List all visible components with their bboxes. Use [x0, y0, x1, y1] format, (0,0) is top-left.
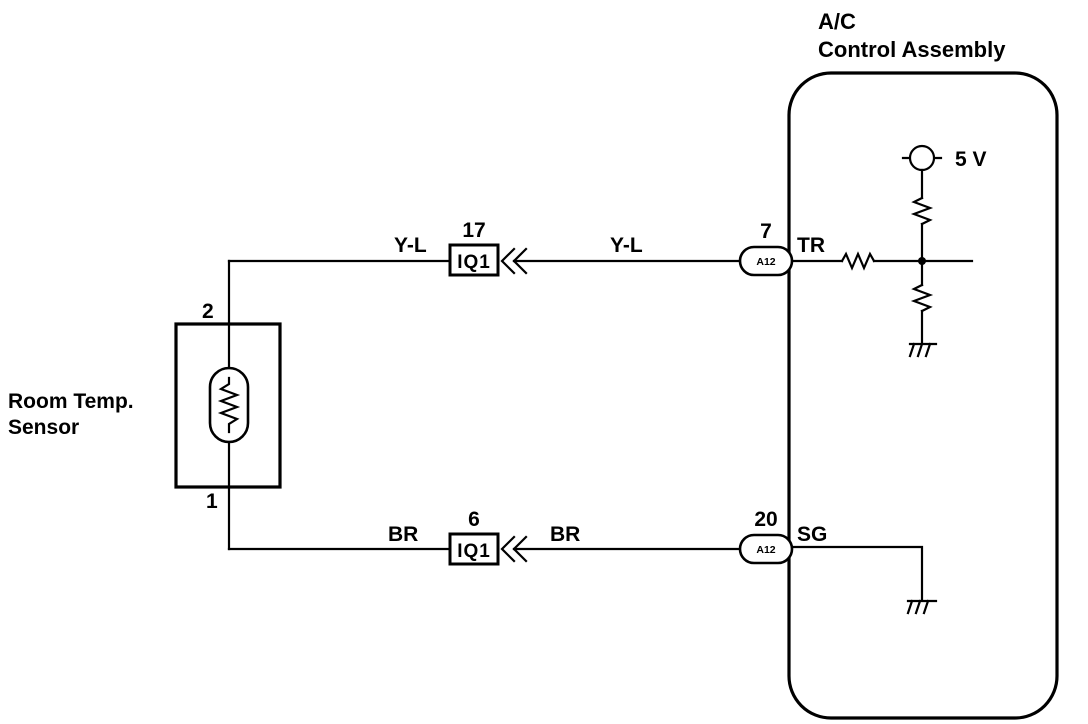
top-ecu-connector: [738, 245, 794, 277]
sensor-label-line1: Room Temp.: [8, 390, 134, 413]
bottom-junction-pin: 6: [468, 508, 480, 531]
top-wire-left-label: Y-L: [394, 234, 427, 257]
sg-ground-icon: [906, 599, 938, 615]
ecu-title-line2: Control Assembly: [818, 37, 1006, 62]
sg-terminal-label: SG: [797, 523, 827, 546]
top-circuit: Y-L IQ1 17 Y-L A12 7: [227, 219, 794, 277]
ecu-outline: [787, 71, 1059, 720]
bottom-wire-right-label: BR: [550, 523, 580, 546]
sensor-pin-top: 2: [202, 300, 214, 323]
series-resistor-icon: [840, 251, 876, 271]
top-wire-right-label: Y-L: [610, 234, 643, 257]
sensor-pin-bottom: 1: [206, 490, 218, 513]
bottom-circuit: BR IQ1 6 BR A12 20: [227, 508, 794, 566]
ecu-title-line1: A/C: [818, 9, 856, 34]
pulldown-resistor-icon: [910, 283, 934, 313]
supply-voltage-label: 5 V: [955, 148, 987, 171]
bottom-wire-left-label: BR: [388, 523, 418, 546]
supply-5v-icon: [901, 144, 943, 172]
bottom-junction-label: IQ1: [457, 541, 491, 562]
pullup-resistor-icon: [910, 196, 934, 226]
bottom-ecu-connector-label: A12: [756, 544, 775, 556]
top-junction-label: IQ1: [457, 252, 491, 273]
top-junction-pin: 17: [462, 219, 485, 242]
top-junction-connector: [448, 243, 500, 277]
ac-control-assembly: A/C Control Assembly 5 V TR: [787, 9, 1059, 720]
sensor-label-line2: Sensor: [8, 416, 79, 439]
junction-dot: [918, 257, 926, 265]
tr-terminal-label: TR: [797, 234, 825, 257]
bottom-junction-connector: [448, 532, 500, 566]
top-ecu-connector-pin: 7: [760, 220, 772, 243]
room-temp-sensor: 2 1 Room Temp. Sensor: [8, 259, 282, 551]
ground-icon: [908, 342, 938, 358]
bottom-ecu-connector-pin: 20: [754, 508, 777, 531]
bottom-ecu-connector: [738, 533, 794, 565]
top-ecu-connector-label: A12: [756, 256, 775, 268]
